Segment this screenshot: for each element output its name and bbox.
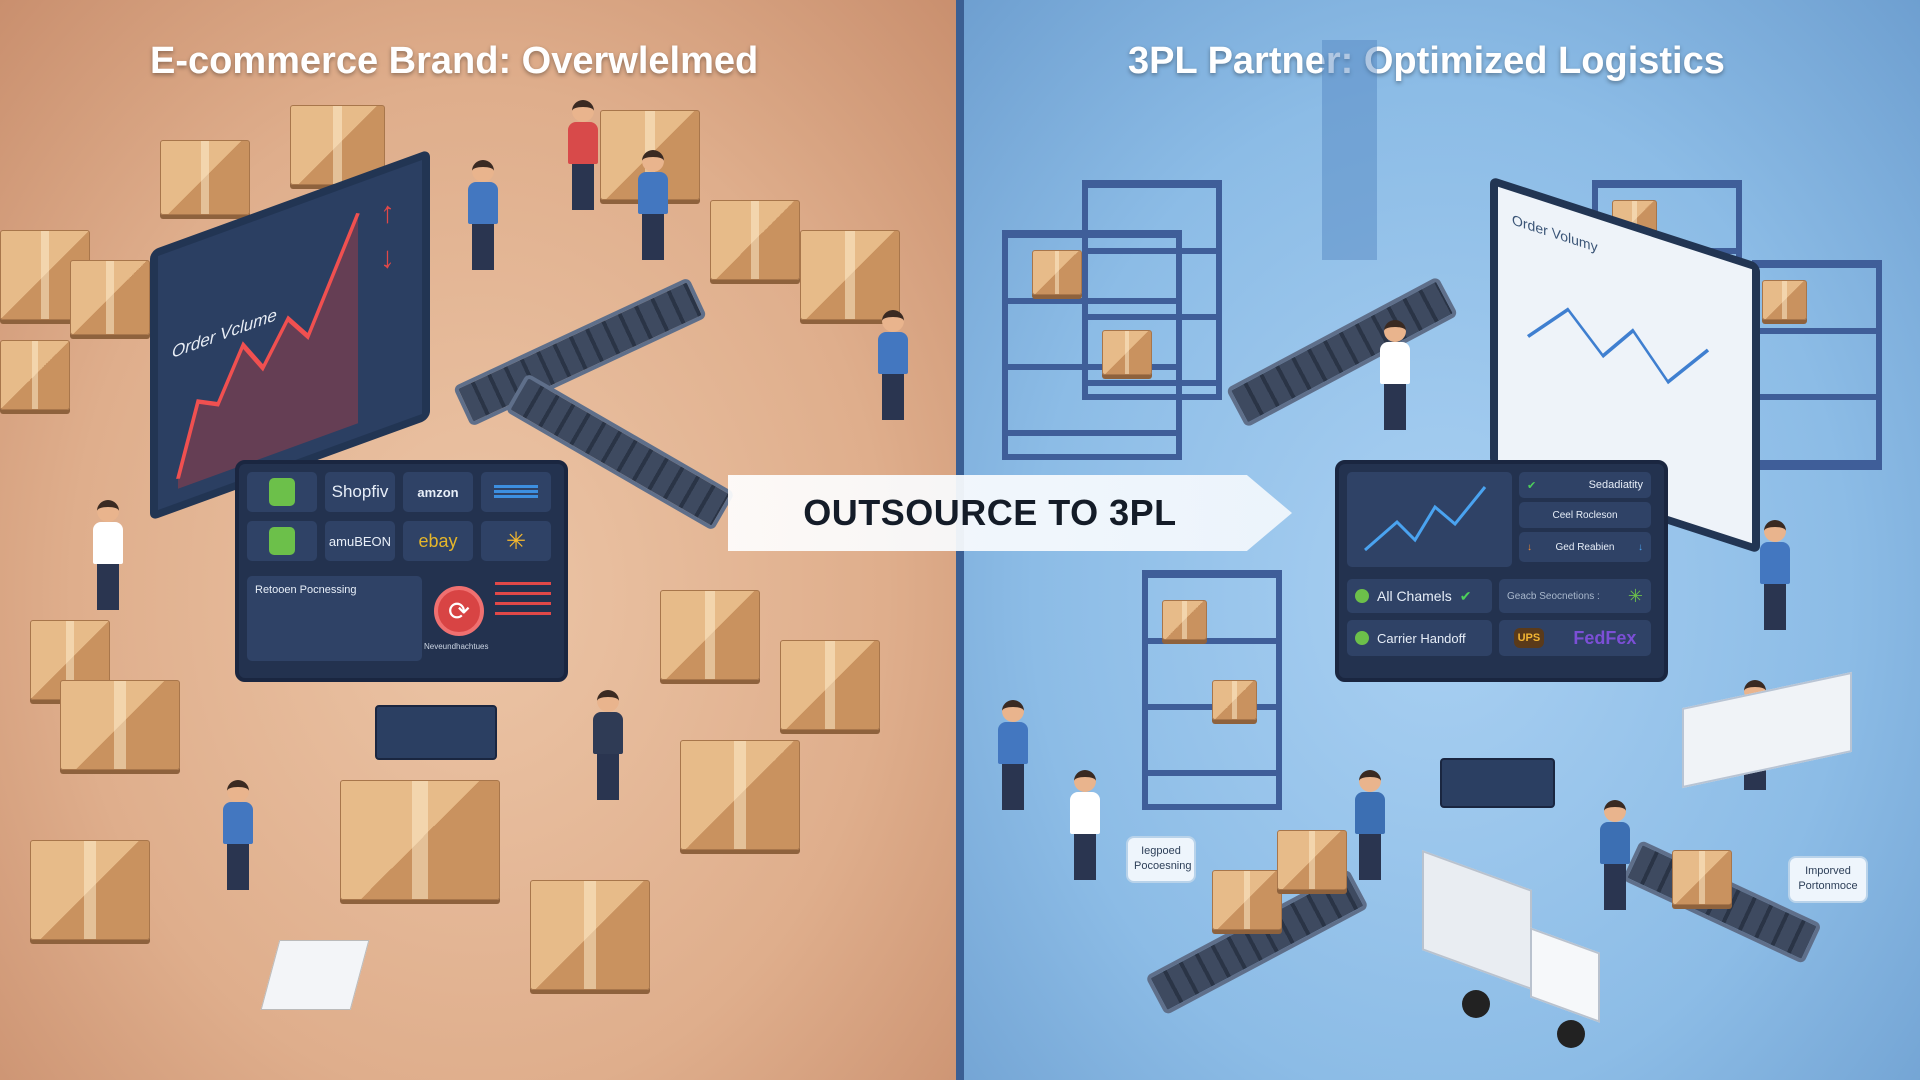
open-box bbox=[340, 780, 500, 900]
walmart-spark-icon[interactable]: ✳ bbox=[481, 521, 551, 561]
status-carrier-handoff: Carrier Handoff bbox=[1347, 620, 1492, 656]
metric-reduction: ↓Ged Reabien↓ bbox=[1519, 532, 1651, 562]
cardboard-box bbox=[1032, 250, 1082, 295]
stressed-worker bbox=[568, 100, 598, 210]
order-volume-monitor: Order Volumy bbox=[1490, 176, 1760, 554]
stressed-worker bbox=[223, 780, 253, 890]
outsource-banner: OUTSOURCE TO 3PL bbox=[728, 475, 1292, 551]
left-title: E-commerce Brand: Overwlelmed bbox=[150, 40, 759, 82]
arrow-down-icon: ↓ bbox=[380, 238, 395, 277]
stressed-worker bbox=[468, 160, 498, 270]
channel-amazon-alt[interactable]: amuBEON bbox=[325, 521, 395, 561]
worker bbox=[1600, 800, 1630, 910]
network-icon: ✳ bbox=[1627, 585, 1643, 606]
fedex-logo: FedFex bbox=[1573, 627, 1637, 648]
growth-chart bbox=[1347, 472, 1512, 567]
cardboard-box bbox=[710, 200, 800, 280]
metric-scalability: ✔Sedadiatity bbox=[1519, 472, 1651, 498]
stressed-worker bbox=[638, 150, 668, 260]
cardboard-box bbox=[1212, 680, 1257, 720]
worker bbox=[1070, 770, 1100, 880]
metric-cost-reduction: Ceel Rocleson bbox=[1519, 502, 1651, 528]
stressed-worker bbox=[93, 500, 123, 610]
logistics-dashboard: ✔Sedadiatity Ceel Rocleson ↓Ged Reabien↓… bbox=[1335, 460, 1668, 682]
carriers-card: UPS FedFex bbox=[1499, 620, 1651, 656]
cardboard-box bbox=[160, 140, 250, 215]
channels-dashboard: Shopfiv amzon amuBEON ebay ✳ Retooen Poc… bbox=[235, 460, 568, 682]
cardboard-box bbox=[1212, 870, 1282, 930]
cardboard-box bbox=[1162, 600, 1207, 640]
ups-logo: UPS bbox=[1513, 628, 1545, 648]
arrow-down-icon: ↓ bbox=[1638, 541, 1643, 553]
paper-stack bbox=[260, 940, 370, 1010]
stressed-worker bbox=[593, 690, 623, 800]
note-improved-performance: Imporved Portonmoce bbox=[1788, 856, 1868, 903]
pillar bbox=[1322, 40, 1377, 260]
channel-amazon[interactable]: amzon bbox=[403, 472, 473, 512]
rising-chart: ↑ ↓ bbox=[176, 193, 395, 489]
cardboard-box bbox=[800, 230, 900, 320]
worker bbox=[1355, 770, 1385, 880]
cardboard-box bbox=[70, 260, 150, 335]
status-dot-icon bbox=[1355, 589, 1369, 603]
conveyor-belt bbox=[1225, 276, 1459, 428]
channel-shopify[interactable]: Shopfiv bbox=[325, 472, 395, 512]
cardboard-box bbox=[1762, 280, 1807, 320]
error-list-icon bbox=[495, 582, 551, 622]
right-title: 3PL Partner: Optimized Logistics bbox=[1128, 40, 1725, 82]
shopify-bag-icon[interactable] bbox=[247, 472, 317, 512]
refresh-caption: Neveundhachtues bbox=[424, 642, 489, 651]
channel-ebay[interactable]: ebay bbox=[403, 521, 473, 561]
banner-label: OUTSOURCE TO 3PL bbox=[803, 492, 1177, 533]
cardboard-box bbox=[1102, 330, 1152, 375]
arrow-up-icon: ↑ bbox=[380, 193, 395, 232]
cardboard-box bbox=[60, 680, 180, 770]
list-icon[interactable] bbox=[481, 472, 551, 512]
cardboard-box bbox=[780, 640, 880, 730]
shopify-bag-icon[interactable] bbox=[247, 521, 317, 561]
stressed-worker bbox=[878, 310, 908, 420]
check-icon: ✔ bbox=[1527, 479, 1537, 492]
cardboard-box bbox=[680, 740, 800, 850]
stable-chart bbox=[1526, 307, 1710, 385]
small-screen bbox=[1440, 758, 1555, 808]
cardboard-box bbox=[1277, 830, 1347, 890]
status-all-channels: All Chamels✔ bbox=[1347, 579, 1492, 613]
note-improved-processing: Iegpoed Pocoesning bbox=[1126, 836, 1196, 883]
order-volume-monitor: Order Vclume ↑ ↓ bbox=[150, 149, 430, 521]
status-dot-icon bbox=[1355, 631, 1369, 645]
arrow-down-icon: ↓ bbox=[1527, 541, 1532, 553]
cardboard-box bbox=[0, 340, 70, 410]
returns-processing-card: Retooen Pocnessing bbox=[247, 576, 422, 661]
small-screen bbox=[375, 705, 497, 760]
cardboard-box bbox=[530, 880, 650, 990]
worker bbox=[1760, 520, 1790, 630]
cardboard-box bbox=[1672, 850, 1732, 905]
returns-label: Retooen Pocnessing bbox=[255, 584, 357, 596]
worker bbox=[1380, 320, 1410, 430]
cardboard-box bbox=[30, 840, 150, 940]
connections-card: Geacb Seocnetions :✳ bbox=[1499, 579, 1651, 613]
refresh-icon: ⟳ bbox=[434, 586, 484, 636]
cardboard-box bbox=[660, 590, 760, 680]
check-icon: ✔ bbox=[1459, 587, 1472, 604]
worker bbox=[998, 700, 1028, 810]
